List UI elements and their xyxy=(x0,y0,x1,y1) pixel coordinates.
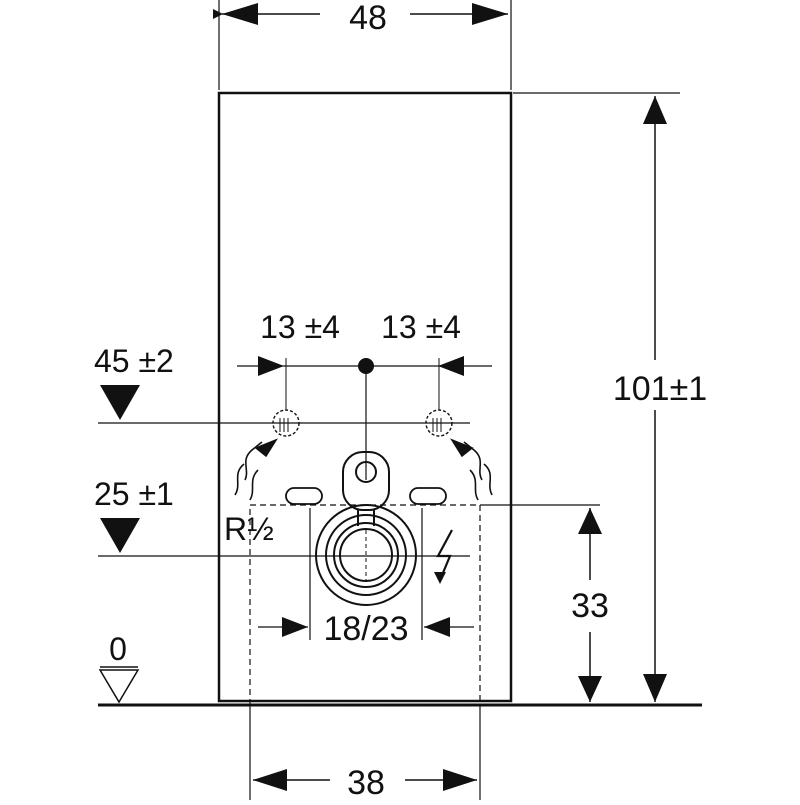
connection-thread-label: R½ xyxy=(224,511,274,547)
niche-height-dimension: 33 xyxy=(571,508,609,702)
height-label: 101±1 xyxy=(613,370,707,408)
width-dimension: 48 xyxy=(213,0,512,90)
floor-triangle-icon xyxy=(98,669,140,704)
fixing-slot-left xyxy=(285,487,323,505)
supply-level: 45 ±2 xyxy=(94,343,470,424)
flow-arrow-left-icon xyxy=(234,438,278,501)
drain-dimension: 18/23 xyxy=(258,610,474,648)
floor-marker: 0 xyxy=(98,631,140,704)
spacing-right-label: 13 ±4 xyxy=(381,309,461,345)
bottom-width-dimension: 38 xyxy=(249,705,481,802)
bottom-width-label: 38 xyxy=(347,764,385,800)
supply-connection-right xyxy=(425,409,453,437)
connection-height-label: 25 ±1 xyxy=(94,476,174,512)
width-label: 48 xyxy=(349,0,387,37)
connection-level: 25 ±1 R½ xyxy=(94,476,470,557)
panel-outline xyxy=(217,91,513,703)
supply-connection-left xyxy=(272,409,300,437)
flow-arrow-right-icon xyxy=(450,438,493,501)
drain-label: 18/23 xyxy=(323,610,408,648)
height-dimension: 101±1 xyxy=(513,92,707,702)
spacing-dimension: 13 ±4 13 ±4 xyxy=(237,309,492,480)
supply-height-label: 45 ±2 xyxy=(94,343,174,379)
drain-pipe xyxy=(309,504,423,640)
floor-level-label: 0 xyxy=(109,631,127,667)
level-triangle-icon xyxy=(100,385,140,420)
spacing-left-label: 13 ±4 xyxy=(260,309,340,345)
level-triangle-icon xyxy=(100,518,140,553)
electrical-icon xyxy=(434,529,453,584)
niche-height-label: 33 xyxy=(571,587,609,625)
fixing-slot-right xyxy=(409,487,447,505)
center-point xyxy=(358,358,374,374)
